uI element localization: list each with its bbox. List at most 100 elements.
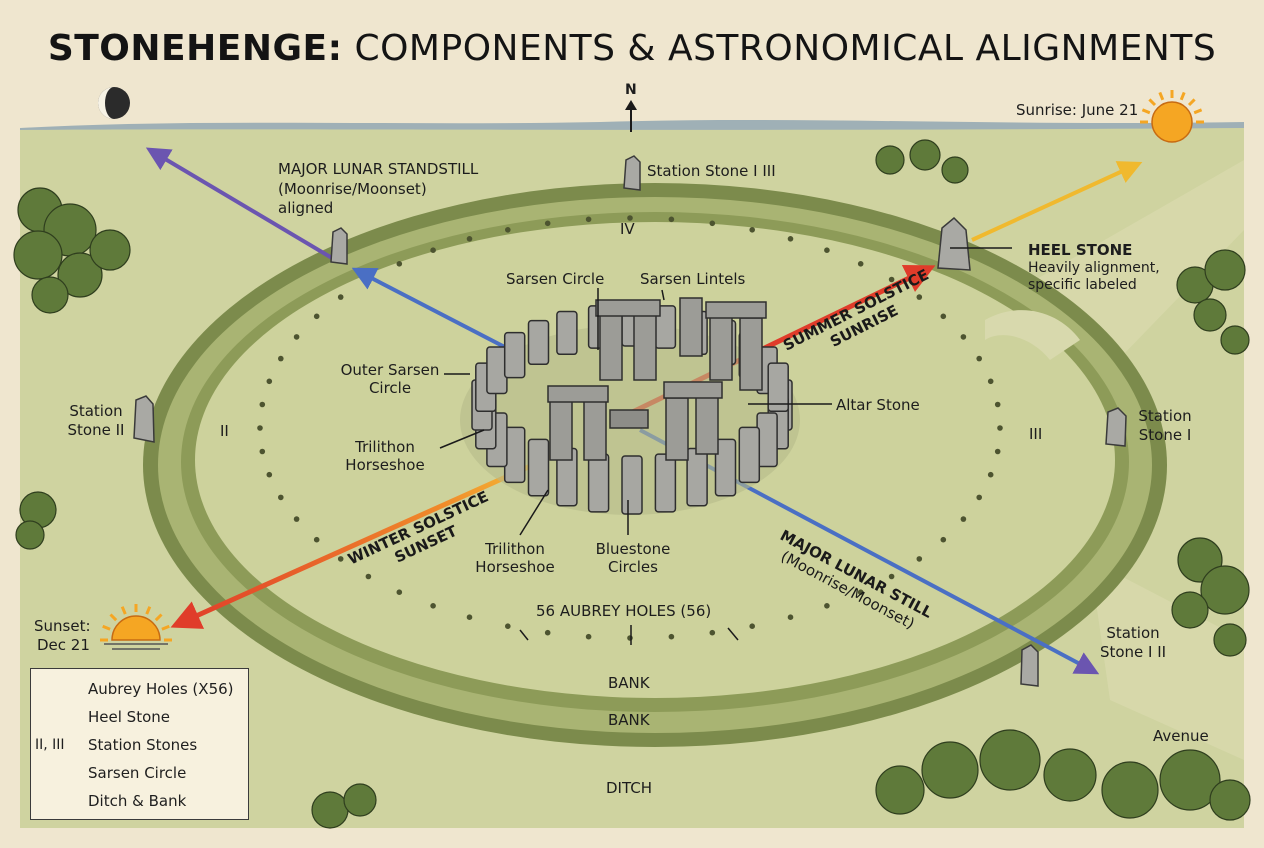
aubrey-hole <box>293 334 300 340</box>
lunar-standstill-arrow <box>145 147 334 260</box>
sunset-label-line1: Sunset: <box>34 617 91 635</box>
aubrey-hole <box>987 471 994 478</box>
aubrey-hole <box>668 633 675 640</box>
sunrise-label: Sunrise: June 21 <box>1016 101 1139 119</box>
aubrey-hole <box>257 425 263 431</box>
aubrey-hole <box>466 236 473 242</box>
aubrey-hole <box>396 261 403 267</box>
aubrey-hole <box>466 614 473 620</box>
aubrey-hole <box>365 573 372 580</box>
compass-north-label: N <box>625 82 637 98</box>
aubrey-hole <box>824 603 830 609</box>
blue-alignment-arrow <box>351 267 521 357</box>
aubrey-hole <box>749 623 755 629</box>
ditch-label: DITCH <box>606 779 653 797</box>
aubrey-hole <box>857 589 864 595</box>
aubrey-hole <box>505 227 511 233</box>
heel-stone-note-2: specific labeled <box>1028 277 1137 293</box>
aubrey-hole <box>544 629 551 636</box>
aubrey-hole <box>888 276 895 283</box>
station-stone-i-label-2: Stone I <box>1138 426 1192 444</box>
bank-label-1: BANK <box>608 674 650 692</box>
aubrey-hole <box>709 629 716 636</box>
sarsen-stone <box>503 426 526 484</box>
station-stone-bottom-label-2: Stone I II <box>1099 643 1167 661</box>
aubrey-hole <box>337 556 344 562</box>
page-title: STONEHENGE: COMPONENTS & ASTRONOMICAL AL… <box>47 28 1217 69</box>
sunrise-arrow <box>971 161 1143 242</box>
aubrey-hole <box>278 355 284 362</box>
avenue-label: Avenue <box>1153 727 1209 745</box>
sarsen-stone <box>503 331 526 379</box>
sunset-label-line2: Dec 21 <box>37 636 90 654</box>
legend-item: Sarsen Circle <box>31 759 248 787</box>
aubrey-hole <box>627 635 633 641</box>
winter-solstice-arrow <box>170 452 557 629</box>
sarsen-stone <box>527 438 550 497</box>
aubrey-hole <box>259 401 266 408</box>
aubrey-hole <box>396 589 403 595</box>
aubrey-hole <box>787 614 794 620</box>
station-stones-symbol: II, III <box>35 737 65 753</box>
aubrey-hole <box>824 247 830 253</box>
station-stone-bottom-label-1: Station <box>1106 624 1160 642</box>
aubrey-hole <box>668 216 675 223</box>
station-stone-i <box>1105 407 1127 447</box>
aubrey-hole <box>960 334 967 340</box>
aubrey-hole <box>585 633 592 640</box>
station-stone-bottom-right <box>1020 644 1039 687</box>
trilithon-horseshoe-bottom-2: Horseshoe <box>475 558 555 576</box>
aubrey-hole <box>987 378 994 385</box>
aubrey-holes-label: 56 AUBREY HOLES (56) <box>536 602 712 620</box>
aubrey-hole <box>787 236 794 242</box>
avenue-path-lower <box>1090 560 1244 760</box>
aubrey-hole <box>505 623 511 629</box>
aubrey-hole <box>940 313 947 320</box>
aubrey-hole <box>313 313 320 320</box>
aubrey-hole <box>994 448 1001 455</box>
outer-sarsen-circle-label-2: Circle <box>368 379 412 397</box>
outer-sarsen-circle-label-1: Outer Sarsen <box>340 361 440 379</box>
sarsen-circle-label: Sarsen Circle <box>506 270 605 288</box>
sarsen-stone <box>767 362 789 413</box>
aubrey-holes <box>257 215 1003 641</box>
legend-item: II, III Station Stones <box>31 731 248 759</box>
trees <box>13 139 1251 829</box>
aubrey-hole <box>266 378 273 385</box>
major-lunar-standstill-note: aligned <box>278 199 334 217</box>
sarsen-stone <box>714 438 737 497</box>
aubrey-hole <box>627 215 633 221</box>
sarsen-lintels-label: Sarsen Lintels <box>640 270 746 288</box>
roman-iii-label: III <box>1029 425 1043 443</box>
entrance-gap <box>985 310 1080 360</box>
aubrey-hole <box>709 220 716 227</box>
trilithon-horseshoe-bottom-1: Trilithon <box>485 540 545 558</box>
aubrey-hole <box>313 536 320 543</box>
moon-icon <box>98 87 130 119</box>
aubrey-hole <box>266 471 273 478</box>
aubrey-hole <box>976 494 982 501</box>
station-stone-ii-label-2: Stone II <box>67 421 125 439</box>
aubrey-hole <box>337 294 344 300</box>
sarsen-stone <box>686 447 708 507</box>
heel-stone-title: HEEL STONE <box>1028 241 1133 259</box>
leader-lines <box>439 247 1012 645</box>
aubrey-hole <box>585 216 592 223</box>
legend-label: Ditch & Bank <box>88 792 187 810</box>
legend-label: Aubrey Holes (X56) <box>88 680 234 698</box>
aubrey-hole <box>749 227 755 233</box>
legend-label: Station Stones <box>88 736 198 754</box>
bluestone-circles-label-2: Circles <box>608 558 658 576</box>
aubrey-hole <box>997 425 1003 431</box>
sarsen-stone <box>738 426 761 484</box>
major-lunar-standstill-sub: (Moonrise/Moonset) <box>278 180 427 198</box>
altar-stone-label: Altar Stone <box>836 396 920 414</box>
standing-stones <box>133 155 1127 687</box>
roman-ii-label: II <box>220 422 229 440</box>
aubrey-hole <box>430 603 436 609</box>
station-stone-ii <box>133 395 155 443</box>
aubrey-hole <box>888 573 895 580</box>
bank-label-2: BANK <box>608 711 650 729</box>
